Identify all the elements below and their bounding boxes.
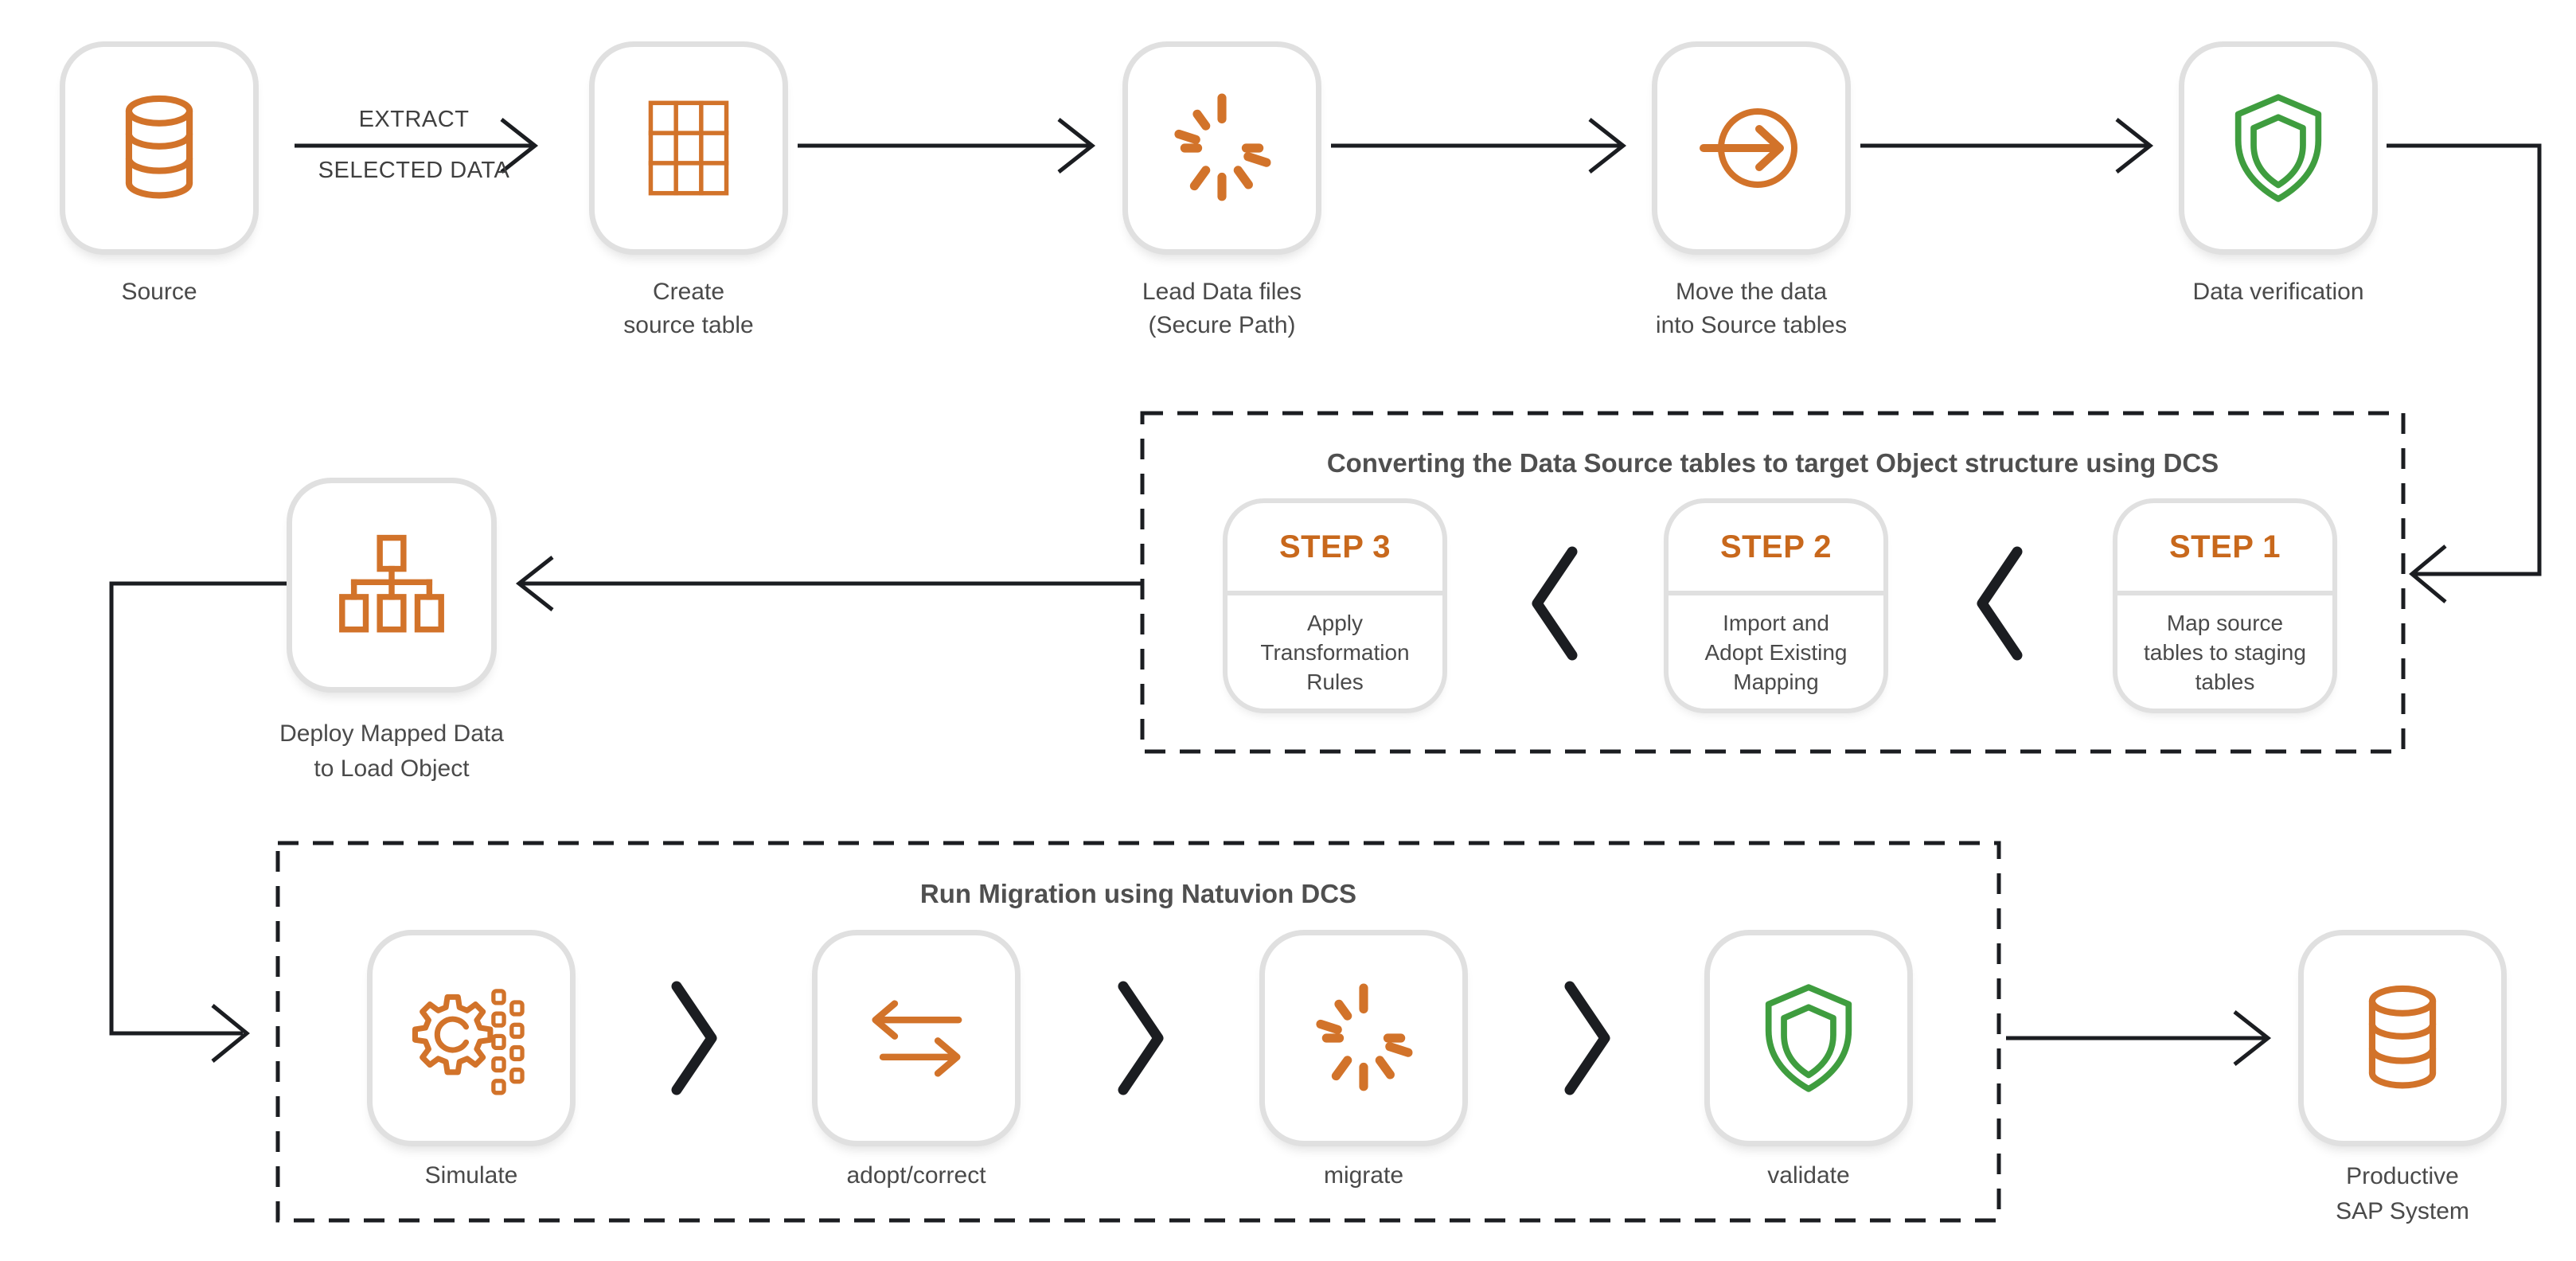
node-productive-sap-label: Productive SAP System [2336, 1163, 2469, 1224]
arrow-top-4 [1860, 118, 2154, 174]
shield-icon [2231, 92, 2326, 204]
step-1-card: STEP 1 Map source tables to staging tabl… [2113, 498, 2337, 713]
swap-arrows-icon [861, 997, 972, 1079]
arrow-top-2 [798, 118, 1096, 174]
converting-box-title: Converting the Data Source tables to tar… [1326, 448, 2219, 478]
sitemap-icon [336, 533, 447, 637]
node-productive-sap [2298, 930, 2507, 1146]
chevron-right-icon [671, 981, 717, 1095]
node-load-data-files-label: Lead Data files (Secure Path) [1142, 279, 1302, 338]
chevron-right-icon [1118, 981, 1164, 1095]
node-source [60, 41, 259, 255]
step-3-description: Apply Transformation Rules [1260, 610, 1410, 694]
node-deploy-mapped-data-label: Deploy Mapped Data to Load Object [279, 720, 504, 782]
node-create-source-table-label: Create source table [623, 279, 754, 338]
node-load-data-files [1122, 41, 1321, 255]
chevron-left-icon [1977, 546, 2023, 661]
gear-data-icon [410, 978, 533, 1098]
node-data-verification-label: Data verification [2192, 279, 2364, 305]
step-2-title: STEP 2 [1669, 503, 1883, 595]
chevron-left-icon [1532, 546, 1578, 661]
node-source-label: Source [121, 279, 197, 305]
node-adopt-correct [812, 930, 1021, 1146]
migration-box-border [275, 841, 2001, 1223]
move-into-icon [1696, 92, 1807, 204]
node-data-verification [2179, 41, 2378, 255]
node-simulate-label: Simulate [424, 1162, 518, 1189]
step-1-description: Map source tables to staging tables [2144, 610, 2306, 694]
arrow-verification-to-converting [2387, 143, 2542, 603]
arrow-extract [295, 118, 539, 174]
node-create-source-table [589, 41, 788, 255]
node-simulate [367, 930, 576, 1146]
arrow-extract-label-top: EXTRACT [358, 107, 470, 132]
arrow-migration-to-productive [2006, 1010, 2272, 1066]
node-validate-label: validate [1767, 1162, 1850, 1189]
arrow-deploy-to-migration [109, 581, 287, 1063]
migration-box-title: Run Migration using Natuvion DCS [919, 879, 1357, 908]
node-adopt-correct-label: adopt/correct [846, 1162, 986, 1189]
step-3-card: STEP 3 Apply Transformation Rules [1223, 498, 1447, 713]
node-move-data [1652, 41, 1851, 255]
database-icon [2355, 981, 2449, 1096]
node-move-data-label: Move the data into Source tables [1655, 279, 1848, 338]
arrow-converting-to-deploy [515, 556, 1143, 611]
node-migrate-label: migrate [1323, 1162, 1404, 1189]
table-icon [645, 97, 732, 199]
shield-icon [1761, 982, 1856, 1094]
arrow-top-3 [1331, 118, 1627, 174]
step-2-card: STEP 2 Import and Adopt Existing Mapping [1664, 498, 1888, 713]
node-validate [1704, 930, 1913, 1146]
spinner-icon [1165, 92, 1278, 205]
spinner-icon [1307, 982, 1420, 1095]
node-deploy-mapped-data [287, 478, 497, 693]
step-2-description: Import and Adopt Existing Mapping [1704, 610, 1848, 694]
arrow-extract-label-bottom: SELECTED DATA [318, 158, 510, 183]
chevron-right-icon [1564, 981, 1610, 1095]
step-3-title: STEP 3 [1228, 503, 1442, 595]
step-1-title: STEP 1 [2117, 503, 2332, 595]
database-icon [112, 91, 206, 206]
node-migrate [1259, 930, 1468, 1146]
